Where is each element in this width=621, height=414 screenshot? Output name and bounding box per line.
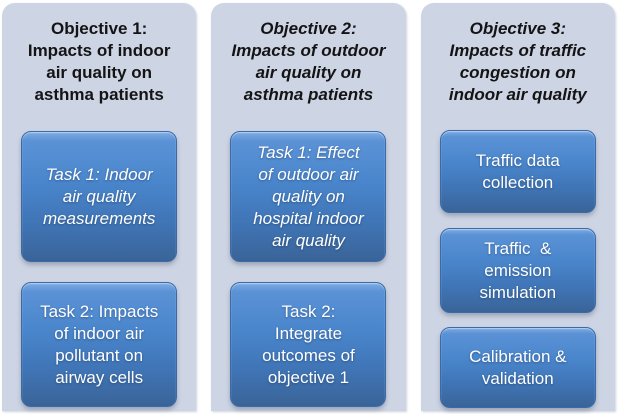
- objective-3-column: Objective 3: Impacts of traffic congesti…: [420, 3, 615, 411]
- objective-2-header: Objective 2: Impacts of outdoor air qual…: [231, 19, 386, 104]
- objective-1-task-2-box: Task 2: Impacts of indoor air pollutant …: [21, 282, 178, 407]
- objective-1-header: Objective 1: Impacts of indoor air quali…: [27, 19, 171, 104]
- objective-1-column: Objective 1: Impacts of indoor air quali…: [2, 3, 197, 411]
- objective-1-task-1-box: Task 1: Indoor air quality measurements: [21, 131, 178, 262]
- objective-3-task-traffic-data-collection-box: Traffic data collection: [439, 130, 596, 213]
- objective-3-header: Objective 3: Impacts of traffic congesti…: [448, 19, 587, 104]
- objective-2-column: Objective 2: Impacts of outdoor air qual…: [211, 3, 406, 411]
- objective-2-task-2-box: Task 2: Integrate outcomes of objective …: [230, 282, 387, 407]
- objective-3-task-calibration-validation-box: Calibration & validation: [439, 327, 596, 408]
- objective-2-task-1-box: Task 1: Effect of outdoor air quality on…: [230, 131, 387, 262]
- objective-3-task-traffic-emission-simulation-box: Traffic & emission simulation: [439, 228, 596, 313]
